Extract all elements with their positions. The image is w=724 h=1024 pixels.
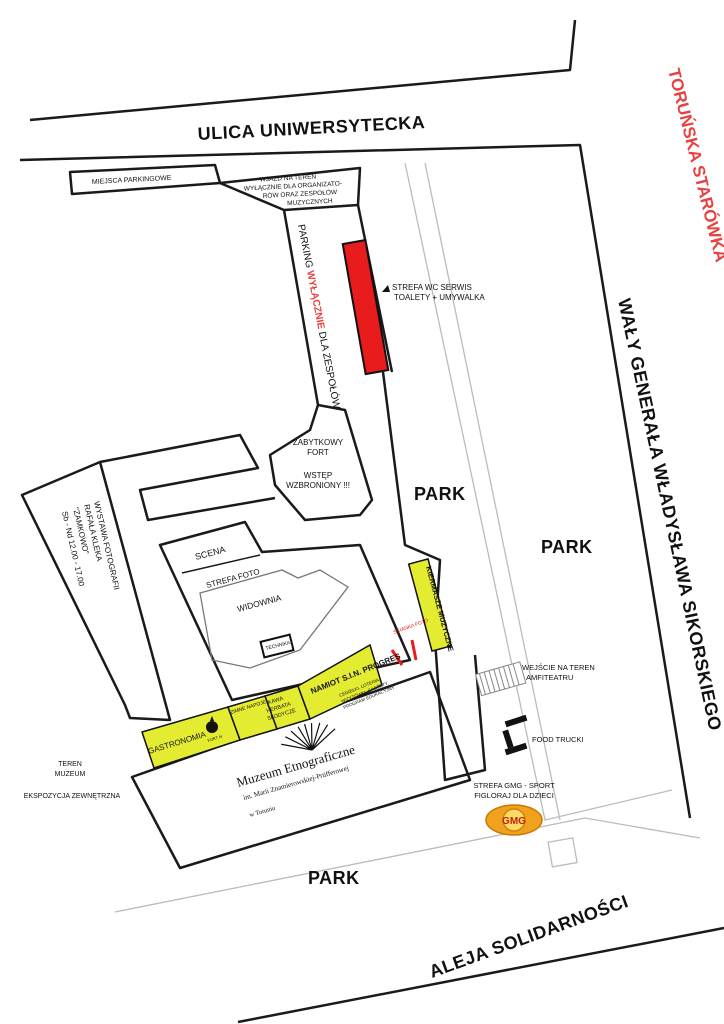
svg-text:MUZEUM: MUZEUM bbox=[55, 771, 86, 778]
parking-spaces-label: MIEJSCA PARKINGOWE bbox=[92, 175, 172, 186]
street-uniwersytecka: ULICA UNIWERSYTECKA bbox=[197, 112, 426, 144]
svg-text:FIGLORAJ DLA DZIECI: FIGLORAJ DLA DZIECI bbox=[474, 791, 554, 800]
stand-namiot bbox=[297, 643, 383, 721]
svg-text:FORT: FORT bbox=[307, 448, 329, 457]
svg-text:WJAZD NA TEREN: WJAZD NA TEREN bbox=[259, 174, 316, 184]
amphitheatre-entry-label: WEJŚCIE NA TEREN AMFITEATRU bbox=[522, 663, 595, 682]
photo-wall-label: ŚCIANKA FOTO bbox=[392, 616, 429, 636]
svg-text:TOALETY + UMYWALKA: TOALETY + UMYWALKA bbox=[394, 293, 485, 302]
exhibition-wall-inner bbox=[99, 433, 276, 522]
fair-zone bbox=[407, 558, 453, 652]
solidarnosci-street-edge bbox=[237, 926, 724, 1024]
stage-line bbox=[181, 554, 261, 574]
wc-zone bbox=[341, 238, 390, 376]
svg-text:STREFA GMG - SPORT: STREFA GMG - SPORT bbox=[473, 781, 555, 790]
amphitheatre-stairs bbox=[474, 661, 527, 697]
museum-logo-icon bbox=[281, 722, 336, 751]
entrance-note: WJAZD NA TEREN WYŁĄCZNIE DLA ORGANIZATO-… bbox=[244, 174, 343, 208]
svg-text:KAWA: KAWA bbox=[267, 696, 284, 706]
sikorskiego-walkway bbox=[404, 162, 673, 821]
park-label-east: PARK bbox=[541, 537, 593, 557]
wc-pointer bbox=[382, 285, 390, 292]
gmg-logo-icon bbox=[485, 804, 543, 836]
svg-text:AMFITEATRU: AMFITEATRU bbox=[526, 673, 573, 682]
map-title: TORUŃSKA STARÓWKA bbox=[664, 66, 724, 264]
svg-text:WZBRONIONY !!!: WZBRONIONY !!! bbox=[286, 481, 350, 490]
svg-text:STREFA WC SERWIS: STREFA WC SERWIS bbox=[392, 283, 472, 292]
park-label-center: PARK bbox=[414, 484, 466, 504]
museum-grounds-label: TEREN MUZEUM EKSPOZYCJA ZEWNĘTRZNA bbox=[24, 761, 121, 800]
food-trucks-label: FOOD TRUCKI bbox=[532, 735, 584, 744]
park-label-south: PARK bbox=[308, 868, 360, 888]
street-solidarnosci: ALEJA SOLIDARNOŚCI bbox=[426, 890, 631, 982]
food-trucks-marker bbox=[502, 714, 528, 756]
svg-text:EKSPOZYCJA ZEWNĘTRZNA: EKSPOZYCJA ZEWNĘTRZNA bbox=[24, 793, 121, 800]
fort-iv-logo-icon bbox=[206, 716, 218, 733]
uniwersytecka-street-edge-south bbox=[19, 143, 692, 819]
fort-outline bbox=[268, 403, 374, 522]
svg-text:ZABYTKOWY: ZABYTKOWY bbox=[293, 438, 344, 447]
amphitheatre-enclosure bbox=[158, 520, 412, 702]
wc-label: STREFA WC SERWIS TOALETY + UMYWALKA bbox=[392, 283, 485, 302]
photo-wall-marker bbox=[390, 639, 418, 666]
svg-text:WSTĘP: WSTĘP bbox=[304, 471, 332, 480]
audience-outline bbox=[199, 569, 349, 669]
stand-fort-iv-label: FORT IV bbox=[207, 734, 224, 743]
exhibition-wall bbox=[20, 460, 172, 722]
fort-label: ZABYTKOWY FORT WSTĘP WZBRONIONY !!! bbox=[286, 438, 350, 490]
exhibition-label: WYSTAWA FOTOGRAFII RAFAŁA KLEKA "ZAMKOWO… bbox=[60, 500, 121, 590]
audience-label: WIDOWNIA bbox=[236, 592, 283, 613]
svg-text:TEREN: TEREN bbox=[58, 761, 82, 768]
parking-band-outline bbox=[282, 204, 394, 406]
south-east-square bbox=[547, 837, 578, 868]
stage-label: SCENA bbox=[194, 544, 227, 562]
svg-text:WEJŚCIE NA TEREN: WEJŚCIE NA TEREN bbox=[522, 663, 595, 672]
solidarnosci-inner-line bbox=[114, 817, 701, 913]
uniwersytecka-street-edge-north bbox=[29, 19, 577, 122]
tech-box bbox=[259, 633, 295, 659]
svg-text:MUZYCZNYCH: MUZYCZNYCH bbox=[287, 198, 333, 207]
museum-sub2: w Toruniu bbox=[249, 805, 277, 819]
street-sikorskiego: WAŁY GENERAŁA WŁADYSŁAWA SIKORSKIEGO bbox=[614, 297, 724, 733]
gmg-logo-text: GMG bbox=[502, 816, 526, 827]
gmg-zone-label: STREFA GMG - SPORT FIGLORAJ DLA DZIECI bbox=[473, 781, 555, 800]
